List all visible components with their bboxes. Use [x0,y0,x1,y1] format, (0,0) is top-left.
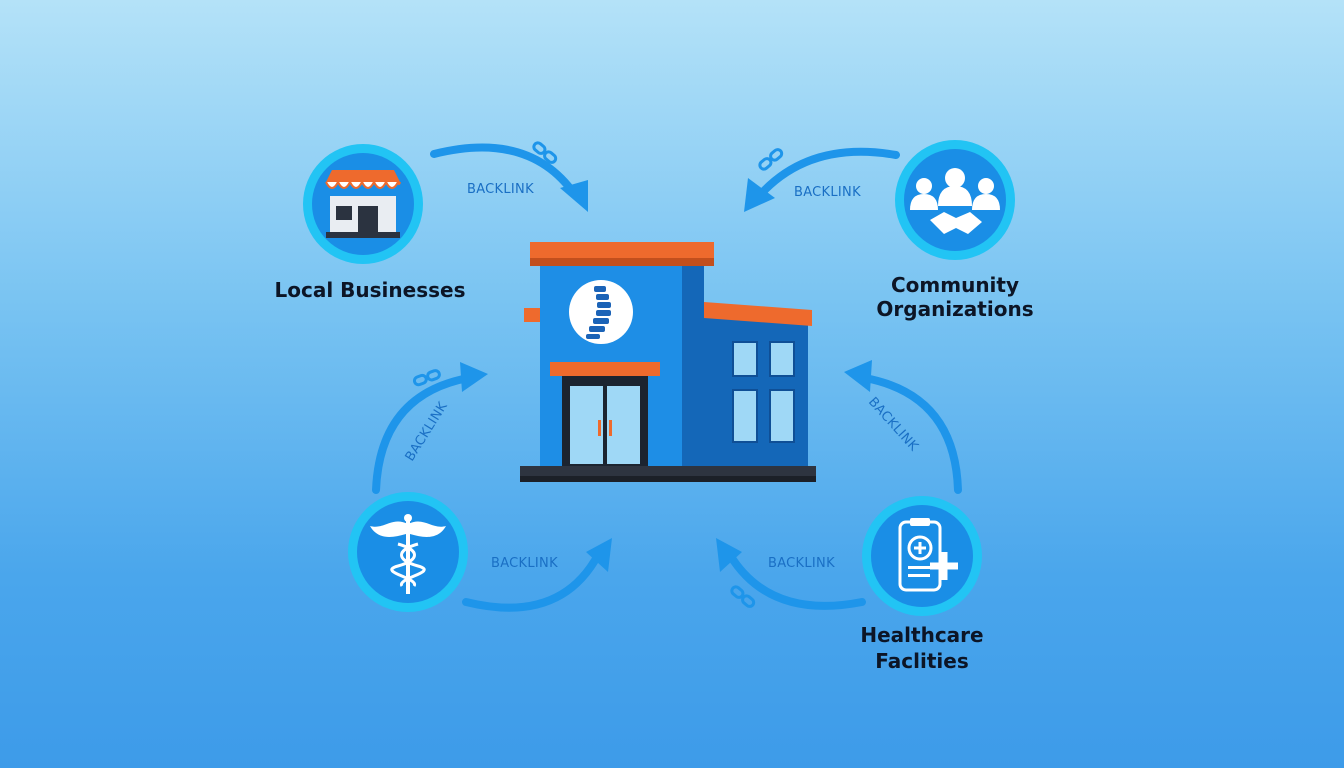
medical-record-icon [898,518,958,592]
edge-label-top-right: BACKLINK [794,185,861,200]
node-medical [348,492,468,612]
arrow-right [844,360,962,494]
node-healthcare-facilities [862,496,982,616]
edge-label-bottom-right: BACKLINK [768,556,835,571]
spine-clinic-building-icon [520,242,816,482]
handshake-people-icon [910,168,1000,234]
storefront-icon [325,170,401,238]
node-label-healthcare-facilities-line2: Faclities [875,649,968,673]
edge-label-top-left: BACKLINK [467,182,534,197]
node-label-local-businesses: Local Businesses [275,278,466,302]
node-local-businesses [303,144,423,264]
arrow-top-left [430,143,588,212]
caduceus-icon [370,514,446,594]
chain-link-icon [730,585,756,608]
node-community-organizations [895,140,1015,260]
chain-link-icon [412,369,441,387]
node-label-healthcare-facilities-line1: Healthcare [860,623,983,647]
arrow-bottom-left [462,538,612,612]
node-label-community-organizations-line2: Organizations [876,297,1033,321]
chain-link-icon [758,148,784,171]
edge-label-bottom-left: BACKLINK [491,556,558,571]
edge-label-right: BACKLINK [865,395,921,455]
arrow-bottom-right [716,538,866,610]
arrow-top-right [744,147,900,212]
node-label-community-organizations-line1: Community [891,273,1019,297]
arrow-left [372,362,488,494]
